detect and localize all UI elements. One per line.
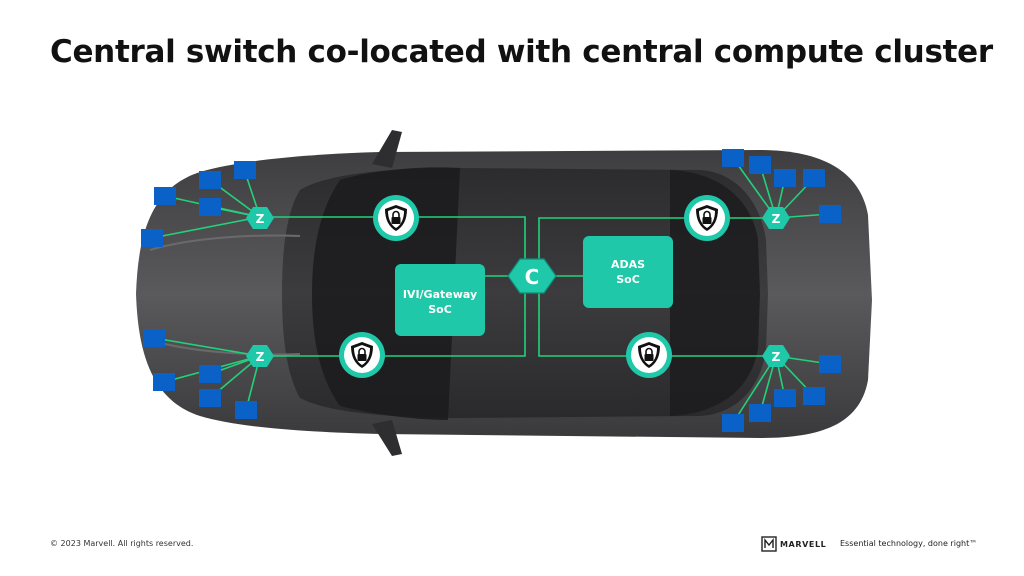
endpoint-device — [749, 404, 771, 422]
shield-lock-icon — [351, 342, 373, 368]
mirror-bottom — [372, 420, 402, 456]
endpoint-device — [153, 373, 175, 391]
copyright-notice: © 2023 Marvell. All rights reserved. — [50, 539, 194, 548]
endpoint-device — [234, 161, 256, 179]
zone-hexagon — [246, 345, 274, 367]
hood-crease-top — [149, 234, 301, 251]
link-rr-to-c — [538, 276, 776, 357]
ivi-gateway-soc: IVI/Gateway SoC — [395, 264, 485, 336]
endpoint-devices — [141, 149, 841, 432]
endpoint-device — [199, 389, 221, 407]
mirror-top — [372, 130, 402, 168]
central-switch-hexagon — [507, 258, 557, 294]
central-switch-label: C — [525, 265, 540, 289]
endpoint-device — [141, 229, 163, 247]
ivi-soc-box — [395, 264, 485, 336]
endpoint-device — [722, 149, 744, 167]
zone-label: Z — [772, 350, 781, 364]
security-badge — [339, 332, 385, 378]
shield-lock-icon — [696, 205, 718, 231]
zone-label: Z — [256, 350, 265, 364]
ivi-soc-name: IVI/Gateway — [403, 288, 477, 301]
security-badge — [373, 195, 419, 241]
endpoint-device — [722, 414, 744, 432]
zone-switch-rear-left: Z — [246, 345, 274, 367]
adas-soc: ADAS SoC — [583, 236, 673, 308]
page-title: Central switch co-located with central c… — [50, 34, 993, 70]
zone-label: Z — [772, 212, 781, 226]
adas-soc-type: SoC — [616, 273, 640, 286]
security-badge — [684, 195, 730, 241]
endpoint-device — [199, 171, 221, 189]
endpoint-device — [803, 387, 825, 405]
endpoint-device — [199, 365, 221, 383]
zone-switch-front-right: Z — [762, 207, 790, 229]
tagline: Essential technology, done right™ — [840, 539, 978, 548]
endpoint-device — [803, 169, 825, 187]
endpoint-device — [774, 389, 796, 407]
endpoint-device — [774, 169, 796, 187]
endpoint-device — [199, 198, 221, 216]
marvell-logo-icon — [761, 536, 777, 552]
ivi-soc-type: SoC — [428, 303, 452, 316]
zone-hexagon — [762, 345, 790, 367]
zone-hexagon — [762, 207, 790, 229]
endpoint-device — [235, 401, 257, 419]
shield-lock-icon — [385, 205, 407, 231]
zone-hexagon — [246, 207, 274, 229]
spoke — [732, 355, 777, 424]
spoke — [153, 337, 261, 357]
security-badge — [626, 332, 672, 378]
zone-label: Z — [256, 212, 265, 226]
central-switch: C — [507, 258, 557, 294]
zone-switch-rear-right: Z — [762, 345, 790, 367]
adas-soc-name: ADAS — [611, 258, 645, 271]
endpoint-device — [154, 187, 176, 205]
shield-lock-icon — [638, 342, 660, 368]
endpoint-device — [819, 205, 841, 223]
endpoint-device — [143, 329, 165, 347]
spoke — [151, 216, 261, 239]
endpoint-device — [819, 355, 841, 373]
endpoint-device — [749, 156, 771, 174]
link-fl-to-c — [260, 216, 526, 274]
marvell-logo: MARVELL — [761, 536, 826, 552]
zone-switch-front-left: Z — [246, 207, 274, 229]
adas-soc-box — [583, 236, 673, 308]
marvell-logo-text: MARVELL — [780, 539, 827, 549]
